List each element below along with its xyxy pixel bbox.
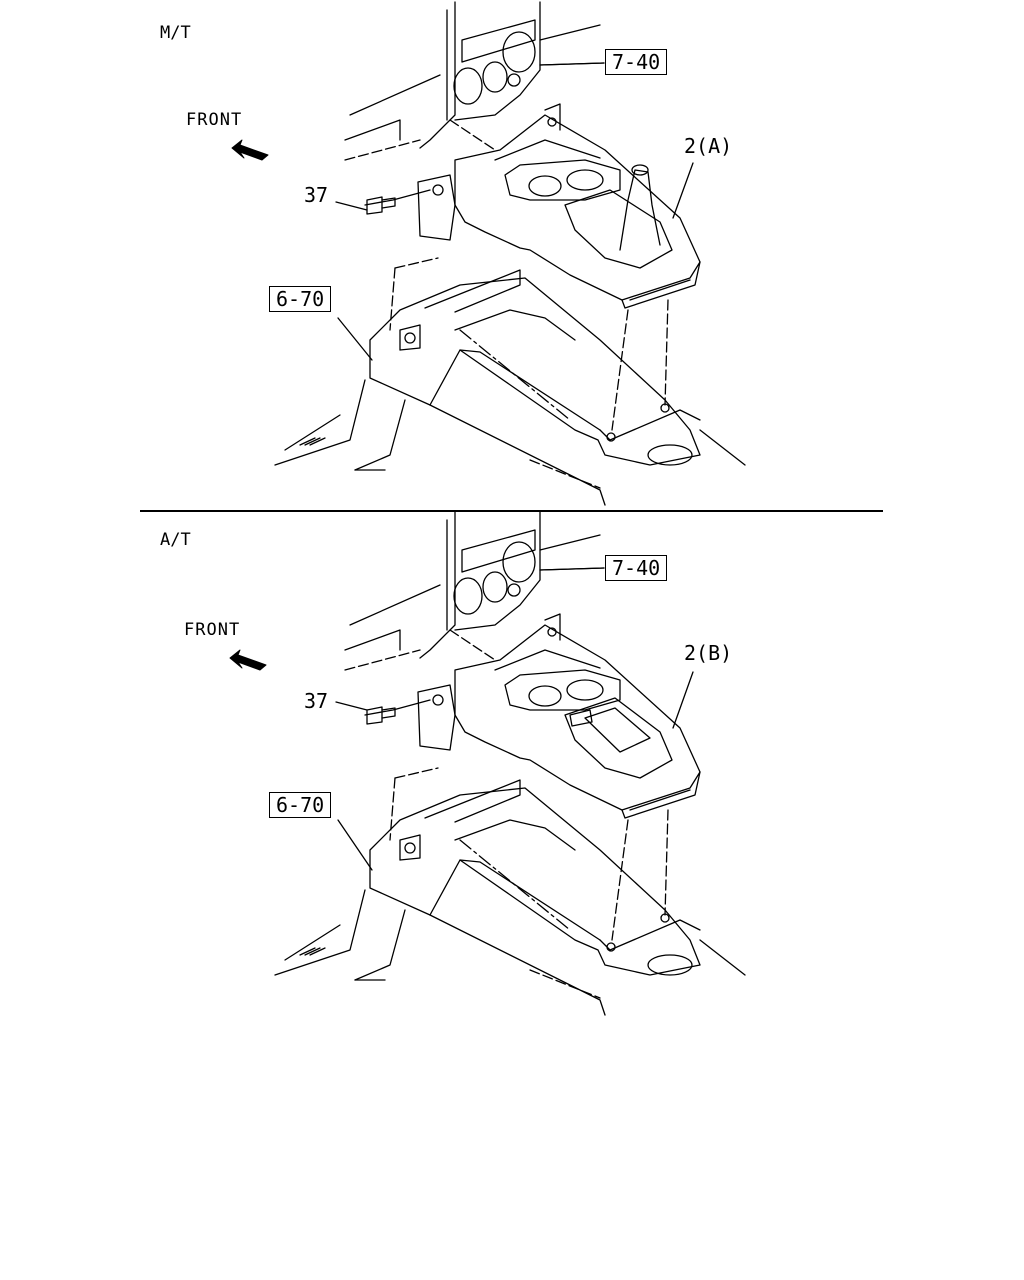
callout-fastener: 37 [304,183,329,207]
variant-label: A/T [160,530,191,550]
bracket [364,684,456,751]
callout-fastener: 37 [304,689,329,713]
diagram-panel-mt: M/T FRONT 7-40 2(A) 37 6-70 [0,0,1024,506]
callout-ref-top: 7-40 [605,49,668,75]
console-body [454,613,701,819]
front-direction-label: FRONT [184,620,241,640]
bracket [364,174,456,241]
callout-part: 2(B) [684,641,733,665]
variant-label: M/T [160,23,191,43]
floor-base [274,269,746,506]
console-drawing-at [229,511,746,1016]
callout-ref-bottom: 6-70 [269,286,332,312]
front-direction-label: FRONT [186,110,243,130]
leader-lines [335,567,694,941]
diagram-panel-at: A/T FRONT 7-40 2(B) 37 6-70 [0,510,1024,1016]
instrument-panel [344,511,605,671]
callout-ref-bottom: 6-70 [269,792,332,818]
front-arrow-icon [231,139,269,161]
callout-part: 2(A) [684,134,733,158]
front-arrow-icon [229,649,267,671]
console-body [454,103,701,309]
section-divider [140,510,883,512]
callout-ref-top: 7-40 [605,555,668,581]
leader-lines [335,62,694,431]
floor-base [274,779,746,1016]
console-drawing-mt [231,1,746,506]
